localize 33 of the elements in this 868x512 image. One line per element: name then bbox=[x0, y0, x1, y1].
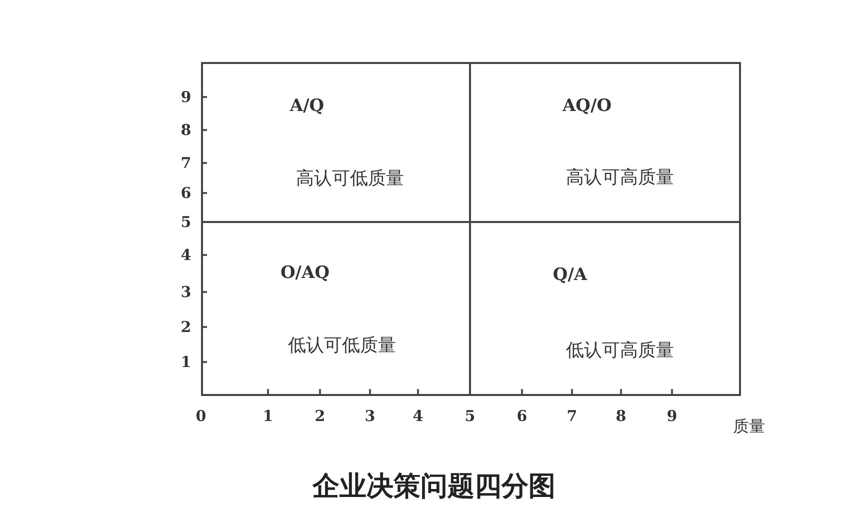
tick-label: 6 bbox=[516, 407, 528, 425]
tick-label: 2 bbox=[180, 318, 192, 336]
tick-label: 1 bbox=[180, 353, 192, 371]
tick-label: 0 bbox=[196, 407, 206, 425]
quadrant-description: 高认可低质量 bbox=[296, 167, 404, 190]
quadrant-code: AQ/O bbox=[562, 96, 612, 116]
quadrant-box bbox=[469, 62, 741, 223]
axis-title: 质量 bbox=[733, 416, 765, 438]
tick-label: 2 bbox=[314, 407, 326, 425]
tick-label: 9 bbox=[666, 407, 678, 425]
tick-label: 5 bbox=[180, 213, 192, 231]
caption: 企业决策问题四分图 bbox=[312, 470, 556, 504]
tick-label: 7 bbox=[180, 154, 192, 172]
tick-label: 8 bbox=[180, 121, 192, 139]
quadrant-description: 低认可高质量 bbox=[566, 339, 674, 362]
quadrant-box bbox=[201, 221, 471, 396]
tick-label: 3 bbox=[364, 407, 376, 425]
tick-label: 5 bbox=[464, 407, 476, 425]
tick-label: 8 bbox=[616, 407, 626, 425]
tick-label: 3 bbox=[180, 283, 192, 301]
quadrant-code: Q/A bbox=[552, 265, 588, 285]
quadrant-description: 低认可低质量 bbox=[288, 334, 396, 357]
quadrant-box bbox=[201, 62, 471, 223]
tick-label: 6 bbox=[180, 184, 192, 202]
tick-label: 7 bbox=[566, 407, 578, 425]
tick-label: 4 bbox=[180, 246, 192, 264]
quadrant-description: 高认可高质量 bbox=[566, 166, 674, 189]
tick-label: 4 bbox=[412, 407, 424, 425]
tick-label: 1 bbox=[262, 407, 274, 425]
quadrant-code: A/Q bbox=[290, 96, 324, 116]
tick-label: 9 bbox=[180, 88, 192, 106]
quadrant-code: O/AQ bbox=[280, 263, 330, 283]
quadrant-box bbox=[469, 221, 741, 396]
